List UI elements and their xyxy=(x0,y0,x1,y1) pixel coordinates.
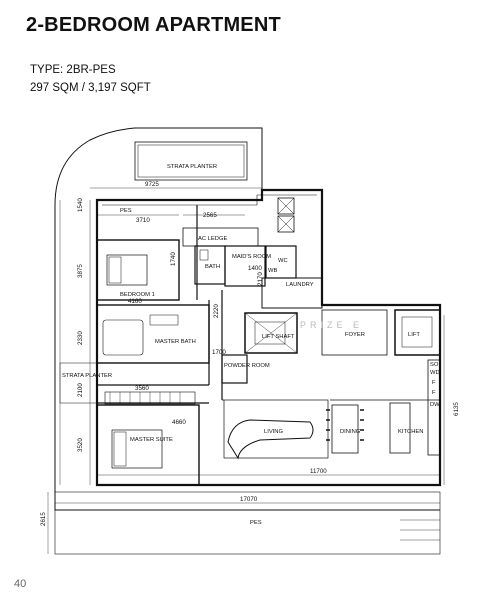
label-ac-ledge: AC LEDGE xyxy=(198,236,227,242)
dim-2615: 2615 xyxy=(40,512,47,526)
label-master-suite: MASTER SUITE xyxy=(130,437,173,443)
label-wc: WC xyxy=(278,258,288,264)
label-dining: DINING xyxy=(340,429,361,435)
label-lift: LIFT xyxy=(408,332,420,338)
label-living: LIVING xyxy=(264,429,283,435)
dim-17070: 17070 xyxy=(240,496,258,503)
unit-area: 297 SQM / 3,197 SQFT xyxy=(30,82,151,94)
label-bedroom-1: BEDROOM 1 xyxy=(120,292,155,298)
label-pes-bottom: PES xyxy=(250,520,262,526)
label-whb: WB xyxy=(268,268,277,274)
dim-3560: 3560 xyxy=(135,385,149,392)
label-wd: WD xyxy=(430,370,440,376)
dim-3875: 3875 xyxy=(77,264,84,278)
page-title: 2-BEDROOM APARTMENT xyxy=(26,14,281,36)
label-fridge-2: F xyxy=(432,390,436,396)
dim-1540: 1540 xyxy=(77,198,84,212)
label-strata-planter-left: STRATA PLANTER xyxy=(62,373,112,379)
label-so: SO xyxy=(430,362,439,368)
watermark: PRIZE E xyxy=(300,320,363,330)
label-master-bath: MASTER BATH xyxy=(155,339,196,345)
dim-2100: 2100 xyxy=(77,383,84,397)
dim-2220: 2220 xyxy=(213,304,220,318)
label-strata-planter-top: STRATA PLANTER xyxy=(167,164,217,170)
unit-type: TYPE: 2BR-PES xyxy=(30,64,116,76)
label-pes-top: PES xyxy=(120,208,132,214)
dim-1700: 1700 xyxy=(212,349,226,356)
label-fridge-1: F xyxy=(432,380,436,386)
label-kitchen: KITCHEN xyxy=(398,429,423,435)
label-dishwasher: DW xyxy=(430,402,440,408)
dim-1740: 1740 xyxy=(170,252,177,266)
dim-3710: 3710 xyxy=(136,217,150,224)
dim-2170: 2170 xyxy=(257,272,264,286)
dim-3520: 3520 xyxy=(77,438,84,452)
dim-1400: 1400 xyxy=(248,265,262,272)
label-laundry: LAUNDRY xyxy=(286,282,314,288)
label-lift-shaft: LIFT SHAFT xyxy=(262,334,295,340)
page-number: 40 xyxy=(14,578,27,590)
label-bath: BATH xyxy=(205,264,220,270)
label-maids-room: MAID'S ROOM xyxy=(232,254,271,260)
strata-planter-top-box xyxy=(134,141,248,181)
dim-9725: 9725 xyxy=(145,181,159,188)
label-foyer: FOYER xyxy=(345,332,365,338)
label-powder-room: POWDER ROOM xyxy=(224,363,270,369)
dim-6135: 6135 xyxy=(453,402,460,416)
dim-11700: 11700 xyxy=(310,468,327,475)
dim-4160: 4160 xyxy=(128,298,142,305)
dim-2330: 2330 xyxy=(77,331,84,345)
dim-2565: 2565 xyxy=(203,212,217,219)
dim-4660: 4660 xyxy=(172,419,186,426)
